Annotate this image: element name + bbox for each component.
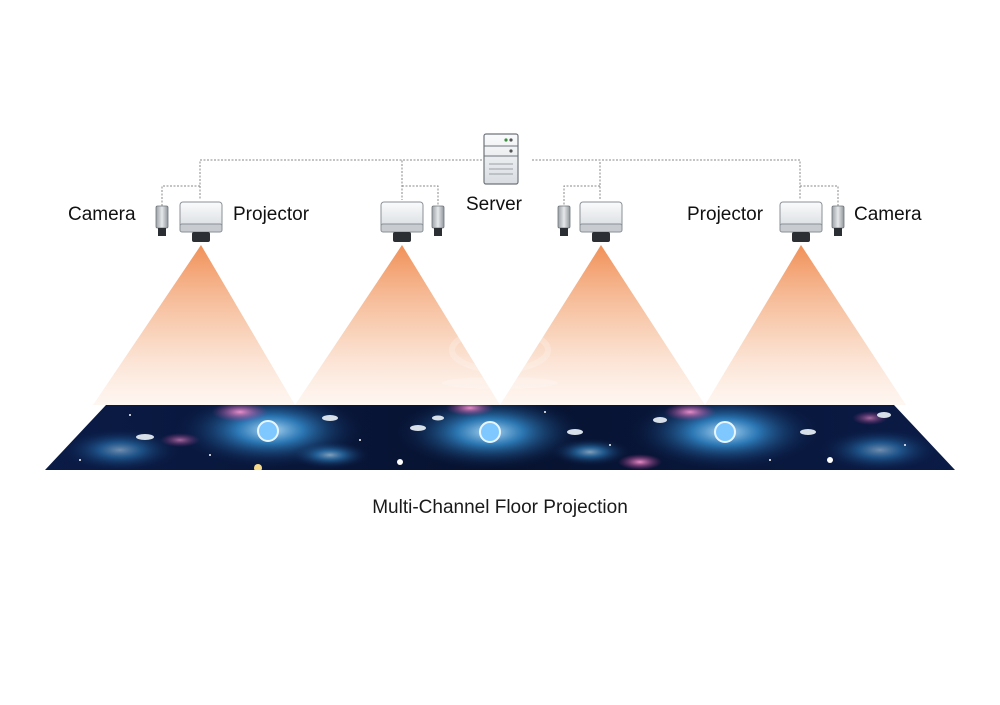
label-server: Server xyxy=(466,194,522,215)
diagram-caption: Multi-Channel Floor Projection xyxy=(372,497,628,518)
camera-icon xyxy=(557,205,571,236)
label-camera-right: Camera xyxy=(854,204,922,225)
projector-icon xyxy=(579,201,623,242)
beam-4 xyxy=(705,245,906,405)
label-camera-left: Camera xyxy=(68,204,136,225)
projector-icon xyxy=(380,201,424,242)
floor-projection-surface xyxy=(45,405,955,470)
beam-1 xyxy=(93,245,295,405)
server-icon xyxy=(483,133,519,185)
projector-icon xyxy=(779,201,823,242)
network-wires xyxy=(161,159,839,206)
camera-icon xyxy=(155,205,169,236)
label-projector-right: Projector xyxy=(687,204,764,225)
beam-3 xyxy=(500,245,705,405)
projection-beams xyxy=(93,245,906,405)
watermark-logo xyxy=(442,327,558,389)
camera-icon xyxy=(831,205,845,236)
camera-icon xyxy=(431,205,445,236)
beam-2 xyxy=(295,245,500,405)
label-projector-left: Projector xyxy=(233,204,310,225)
projector-icon xyxy=(179,201,223,242)
